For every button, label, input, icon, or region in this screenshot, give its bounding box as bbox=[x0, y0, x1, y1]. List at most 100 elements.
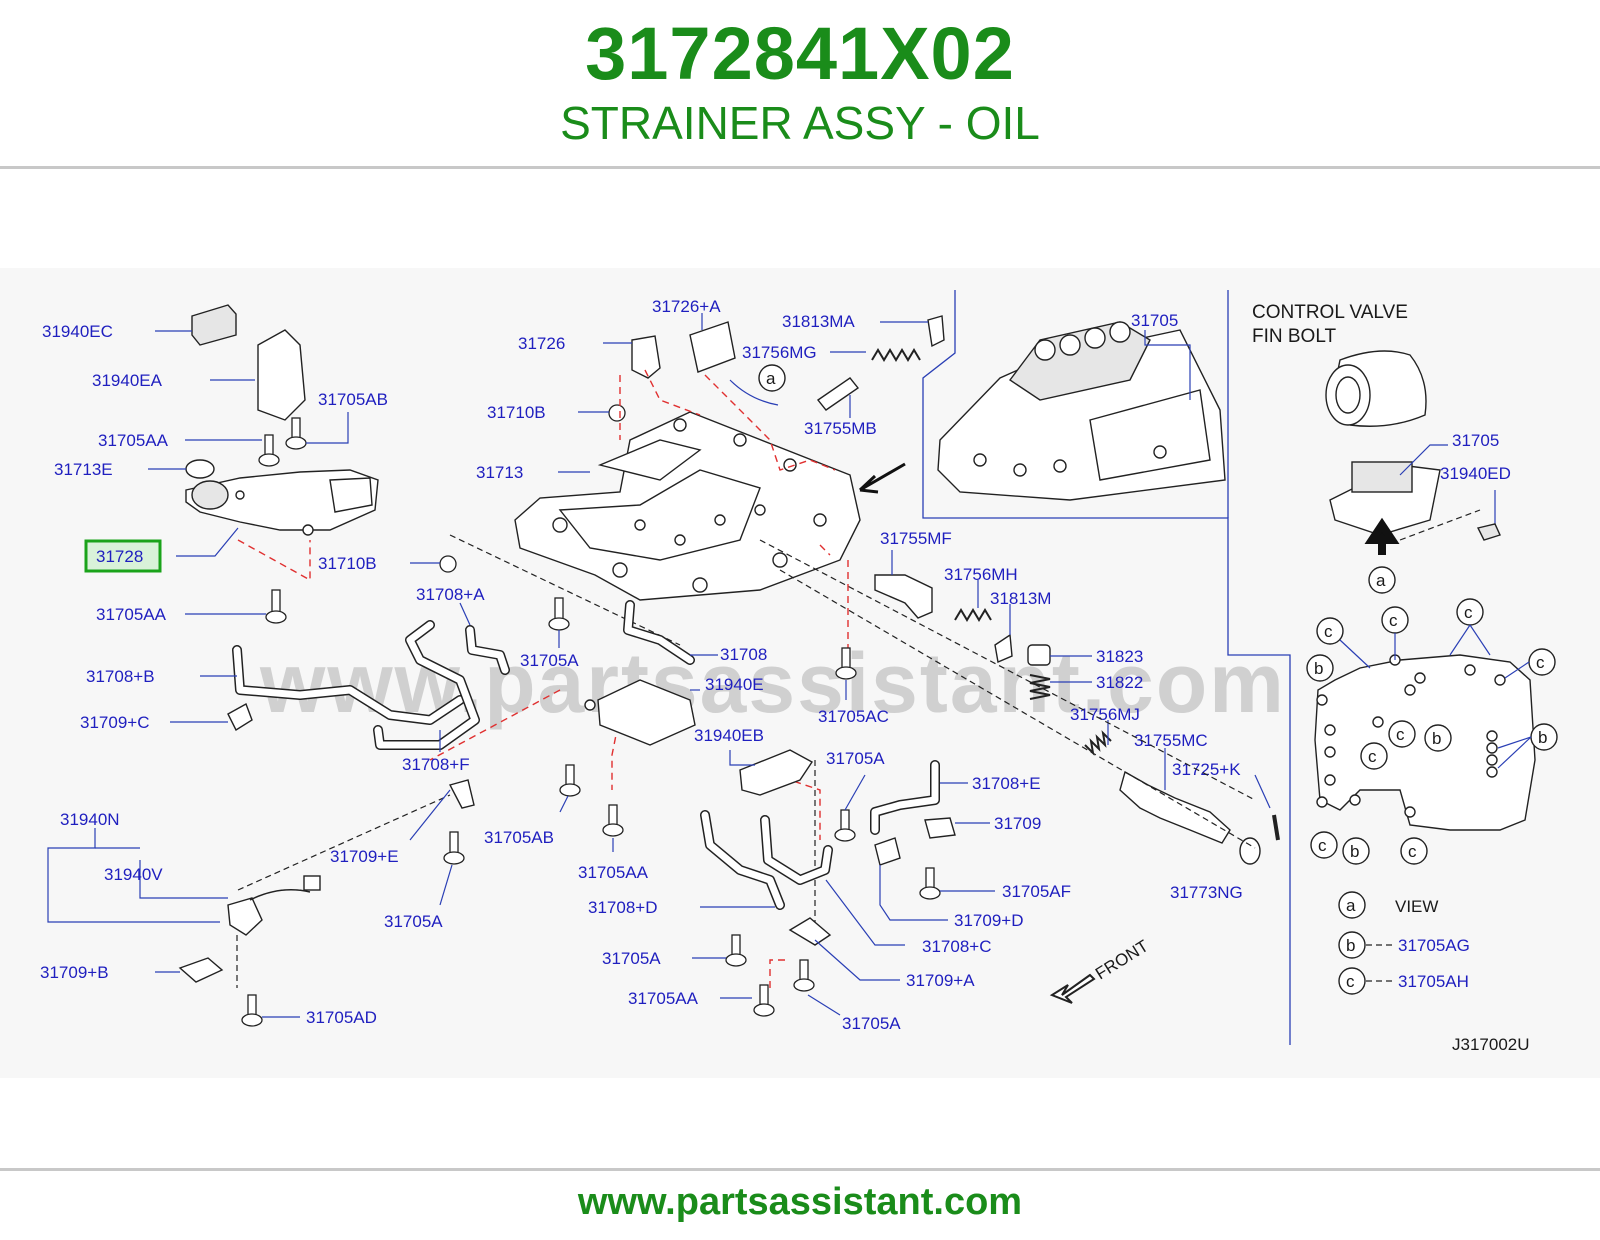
label-31728-highlighted[interactable]: 31728 bbox=[96, 547, 143, 566]
part-31709E bbox=[448, 779, 475, 809]
leader-31709E bbox=[409, 789, 451, 841]
part-31755MB bbox=[816, 377, 860, 411]
label-31705AD: 31705AD bbox=[306, 1008, 377, 1027]
part-31823 bbox=[1027, 644, 1051, 666]
tube-31708D bbox=[700, 810, 785, 910]
bolt-31705AF-head bbox=[919, 886, 941, 900]
label-31705AA-2: 31705AA bbox=[96, 605, 167, 624]
view-a-letter: a bbox=[1376, 571, 1386, 590]
leader-31708A bbox=[459, 602, 471, 626]
tube-31708F bbox=[373, 620, 480, 750]
svg-text:c: c bbox=[1396, 725, 1405, 744]
legend-a-circle bbox=[1338, 891, 1366, 919]
bolt-31705A-5-head bbox=[834, 828, 856, 842]
view-arrow-up-icon bbox=[1364, 517, 1400, 555]
label-31705AA-3: 31705AA bbox=[578, 863, 649, 882]
fin-bolt-part bbox=[1476, 523, 1501, 541]
leader-31940EB bbox=[729, 750, 755, 766]
legend-c-circle bbox=[1338, 967, 1366, 995]
red-dash-5 bbox=[819, 544, 831, 556]
legend-c-letter: c bbox=[1346, 972, 1355, 991]
bolt-31705AB-1-head bbox=[285, 436, 307, 450]
svg-text:b: b bbox=[1350, 842, 1359, 861]
label-31705-main: 31705 bbox=[1131, 311, 1178, 330]
red-dash-3 bbox=[704, 374, 836, 471]
part-31709D bbox=[874, 837, 901, 866]
label-31726A: 31726+A bbox=[652, 297, 721, 316]
svg-text:b: b bbox=[1538, 728, 1547, 747]
part-31813M bbox=[994, 633, 1013, 663]
bolt-31705AB-2-head bbox=[559, 783, 581, 797]
svg-text:c: c bbox=[1368, 747, 1377, 766]
svg-text:b: b bbox=[1314, 659, 1323, 678]
svg-text:c: c bbox=[1536, 653, 1545, 672]
label-31709C: 31709+C bbox=[80, 713, 149, 732]
drawing-code: J317002U bbox=[1452, 1035, 1530, 1054]
leader-31709A bbox=[814, 939, 900, 981]
part-31725K-pin bbox=[1272, 814, 1280, 841]
label-31940EB: 31940EB bbox=[694, 726, 764, 745]
bolt-31705AC-head bbox=[835, 666, 857, 680]
red-dash-strainer bbox=[237, 539, 311, 582]
leader-31708C bbox=[825, 879, 905, 946]
part-31726 bbox=[631, 335, 661, 379]
label-31773NG: 31773NG bbox=[1170, 883, 1243, 902]
fin-bolt-dash bbox=[1399, 509, 1481, 541]
view-a-marker bbox=[1368, 566, 1396, 594]
footer-website-link[interactable]: www.partsassistant.com bbox=[577, 1181, 1023, 1223]
parts-diagram-svg: www.partsassistant.com 31705 CONTROL VAL… bbox=[40, 290, 1558, 1054]
label-31756MG: 31756MG bbox=[742, 343, 817, 362]
part-number-title: 3172841X02 bbox=[585, 12, 1015, 95]
label-31705AG: 31705AG bbox=[1398, 936, 1470, 955]
label-31705AH: 31705AH bbox=[1398, 972, 1469, 991]
part-31710B-upper bbox=[608, 404, 626, 422]
front-label: FRONT bbox=[1092, 936, 1152, 983]
bolt-31705A-2 bbox=[554, 597, 564, 621]
leader-31728 bbox=[176, 527, 239, 557]
label-31705AA-1: 31705AA bbox=[98, 431, 169, 450]
highlight-box-31728[interactable] bbox=[84, 539, 162, 573]
axis-dash-3 bbox=[759, 539, 1256, 801]
red-dash-7 bbox=[429, 689, 561, 761]
bolt-31705A-1-head bbox=[443, 851, 465, 865]
label-31710B-lower: 31710B bbox=[318, 554, 377, 573]
bolt-31705A-3-head bbox=[725, 953, 747, 967]
legend-b-letter: b bbox=[1346, 936, 1355, 955]
svg-text:c: c bbox=[1318, 836, 1327, 855]
inset-title-line2: FIN BOLT bbox=[1252, 326, 1336, 347]
label-31705AB-1: 31705AB bbox=[318, 390, 388, 409]
label-31755MF: 31755MF bbox=[880, 529, 952, 548]
label-31940V: 31940V bbox=[104, 865, 163, 884]
tube-31708A bbox=[465, 625, 510, 675]
svg-text:c: c bbox=[1408, 842, 1417, 861]
part-31709A bbox=[788, 917, 832, 946]
label-31940EA: 31940EA bbox=[92, 371, 163, 390]
view-markers: c c c c b c b b c c b c bbox=[1306, 598, 1558, 865]
label-31710B-upper: 31710B bbox=[487, 403, 546, 422]
part-31713E bbox=[185, 459, 215, 479]
bolt-31705AA-3-head bbox=[602, 823, 624, 837]
label-31940EC: 31940EC bbox=[42, 322, 113, 341]
label-31705AB-2: 31705AB bbox=[484, 828, 554, 847]
bolt-31705AA-4-head bbox=[753, 1003, 775, 1017]
axis-dash-1 bbox=[449, 534, 681, 646]
label-31705-inset: 31705 bbox=[1452, 431, 1499, 450]
label-31705AC: 31705AC bbox=[818, 707, 889, 726]
bolt-31705A-2-head bbox=[548, 617, 570, 631]
label-31713: 31713 bbox=[476, 463, 523, 482]
label-31708D: 31708+D bbox=[588, 898, 657, 917]
leader-31705AB-1 bbox=[306, 412, 349, 444]
tube-31708 bbox=[623, 600, 695, 665]
part-31940EA bbox=[257, 329, 306, 421]
red-dash-2 bbox=[644, 369, 701, 416]
part-31756MG-spring bbox=[871, 348, 921, 362]
tube-31708E bbox=[870, 760, 940, 835]
leader-31705AB-2 bbox=[559, 795, 569, 813]
label-31708C: 31708+C bbox=[922, 937, 991, 956]
svg-text:b: b bbox=[1432, 729, 1441, 748]
label-31705AF: 31705AF bbox=[1002, 882, 1071, 901]
part-31756MJ-spring bbox=[1084, 730, 1112, 756]
svg-text:c: c bbox=[1389, 611, 1398, 630]
part-31940V-sensor bbox=[227, 875, 321, 936]
tube-31708B bbox=[232, 645, 465, 725]
